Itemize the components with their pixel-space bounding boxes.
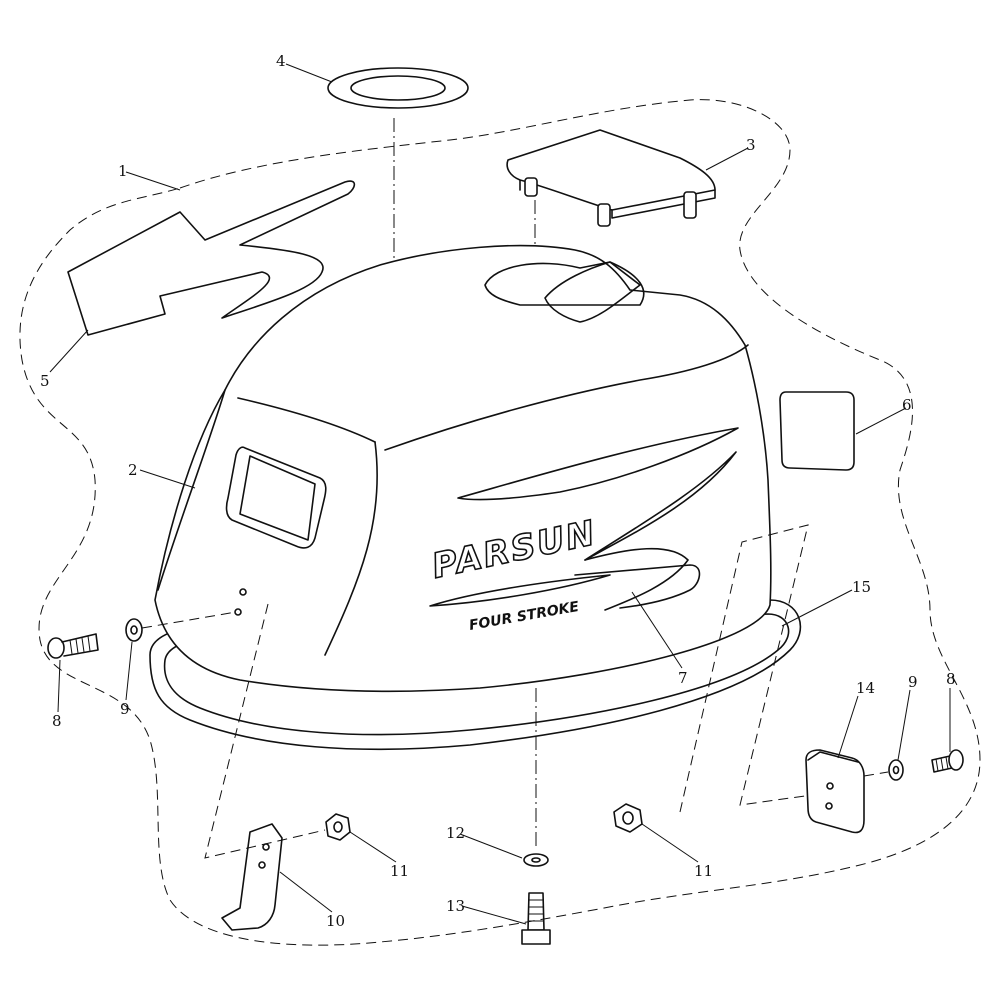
part-9-washer-right: [888, 759, 904, 781]
callout-13: 13: [446, 897, 465, 915]
callout-10: 10: [326, 912, 345, 930]
callout-12: 12: [446, 824, 465, 842]
part-14-rubber-block: [805, 749, 865, 834]
part-4-seal-ring: [327, 67, 469, 109]
callout-11-left: 11: [390, 862, 409, 880]
part-5-lightning-decal: [67, 180, 356, 336]
callout-6: 6: [902, 396, 912, 414]
callout-11-right: 11: [694, 862, 713, 880]
callout-7: 7: [678, 669, 688, 687]
part-2-main-cowl: [154, 244, 772, 693]
leader-lines: [49, 63, 951, 925]
screw-axis-right: [863, 771, 889, 777]
part-12-washer: [523, 853, 549, 867]
callout-2: 2: [128, 461, 138, 479]
callout-8-left: 8: [52, 712, 62, 730]
part-9-washer-left: [125, 618, 143, 642]
callout-3: 3: [746, 136, 756, 154]
part-11-nut-left: [325, 813, 351, 841]
callout-5: 5: [40, 372, 50, 390]
callout-9-right: 9: [908, 673, 918, 691]
part-11-nut-right: [613, 803, 643, 833]
kit-boundary: [19, 99, 981, 946]
callout-15: 15: [852, 578, 871, 596]
callout-4: 4: [276, 52, 286, 70]
bracket-guide-line: [204, 603, 326, 859]
part-13-bolt: [521, 892, 551, 945]
part-8-screw-left: [47, 633, 99, 659]
part-6-square-decal: [779, 391, 855, 471]
callout-14: 14: [856, 679, 875, 697]
part-3-cover-lid: [506, 129, 716, 227]
nut-guide-line-right: [679, 524, 813, 813]
part-8-screw-right: [931, 749, 964, 773]
callout-9-left: 9: [120, 700, 130, 718]
part-10-bracket: [221, 823, 283, 931]
part-7-swoosh-decal: [429, 427, 739, 611]
callout-8-right: 8: [946, 670, 956, 688]
callout-1: 1: [118, 162, 128, 180]
